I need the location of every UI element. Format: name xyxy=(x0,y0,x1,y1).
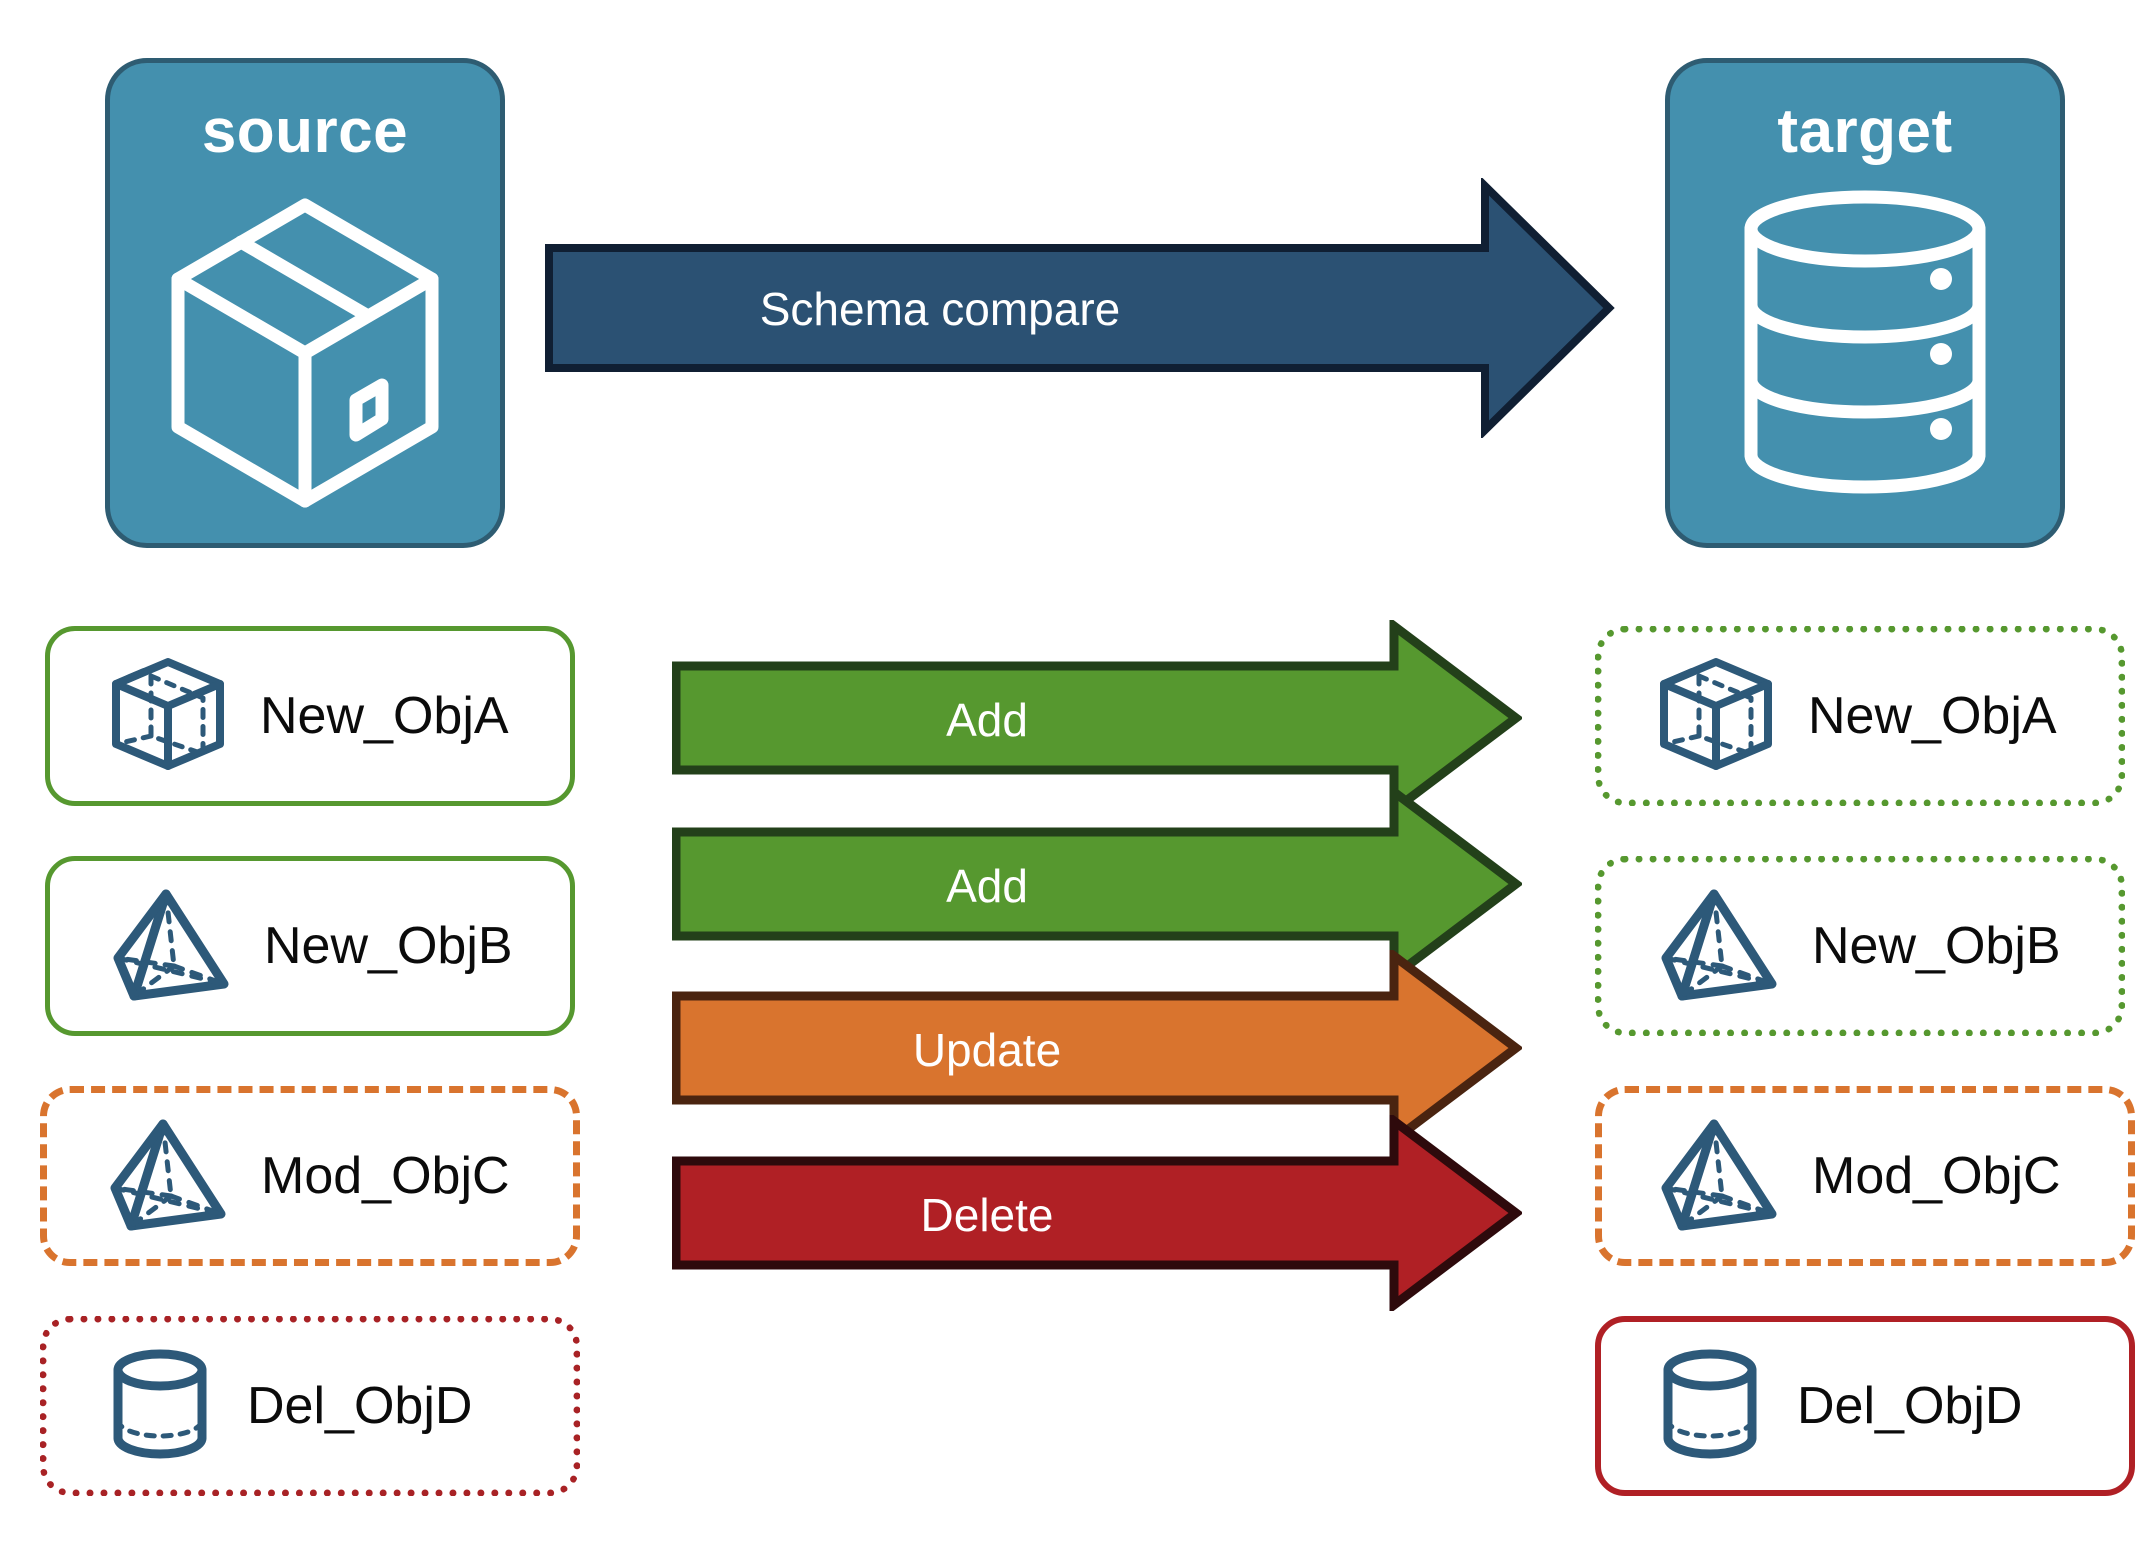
action-arrow-label: Delete xyxy=(920,1189,1054,1241)
target-panel-title: target xyxy=(1777,97,1953,166)
action-arrow-label: Update xyxy=(912,1024,1062,1076)
wireframe-pyramid-icon xyxy=(108,884,232,1009)
source-object-label: Mod_ObjC xyxy=(261,1147,510,1205)
target-object-label: Mod_ObjC xyxy=(1812,1147,2061,1205)
wireframe-cylinder-icon xyxy=(1655,1344,1765,1469)
schema-compare-arrow-label: Schema compare xyxy=(759,283,1121,335)
target-object-label: New_ObjA xyxy=(1808,687,2057,745)
target-object-label: Del_ObjD xyxy=(1797,1377,2023,1435)
action-arrow-label: Add xyxy=(946,694,1028,746)
action-arrow-add-1[interactable]: Add xyxy=(671,616,1524,820)
wireframe-cylinder-icon xyxy=(105,1344,215,1469)
database-cylinder-icon xyxy=(1735,187,1995,502)
action-arrow-shape xyxy=(671,946,1524,1150)
source-object-card[interactable]: Del_ObjD xyxy=(40,1316,580,1496)
wireframe-pyramid-icon xyxy=(1656,1114,1780,1239)
target-object-card[interactable]: New_ObjA xyxy=(1595,626,2125,806)
target-panel[interactable]: target xyxy=(1665,58,2065,548)
source-object-card[interactable]: New_ObjA xyxy=(45,626,575,806)
action-arrow-shape xyxy=(671,1111,1524,1315)
wireframe-cube-icon xyxy=(108,654,228,779)
action-arrow-update[interactable]: Update xyxy=(671,946,1524,1150)
package-box-icon xyxy=(160,187,450,522)
source-panel[interactable]: source xyxy=(105,58,505,548)
action-arrow-label: Add xyxy=(946,860,1028,912)
source-object-label: New_ObjA xyxy=(260,687,509,745)
action-arrow-delete[interactable]: Delete xyxy=(671,1111,1524,1315)
wireframe-pyramid-icon xyxy=(105,1114,229,1239)
target-object-card[interactable]: New_ObjB xyxy=(1595,856,2125,1036)
source-object-card[interactable]: New_ObjB xyxy=(45,856,575,1036)
target-object-card[interactable]: Mod_ObjC xyxy=(1595,1086,2135,1266)
source-object-label: New_ObjB xyxy=(264,917,513,975)
source-panel-title: source xyxy=(201,97,409,166)
wireframe-cube-icon xyxy=(1656,654,1776,779)
wireframe-pyramid-icon xyxy=(1656,884,1780,1009)
source-object-card[interactable]: Mod_ObjC xyxy=(40,1086,580,1266)
target-object-label: New_ObjB xyxy=(1812,917,2061,975)
action-arrow-add-2[interactable]: Add xyxy=(671,782,1524,986)
schema-compare-arrow[interactable]: Schema compare xyxy=(545,176,1615,440)
target-object-card[interactable]: Del_ObjD xyxy=(1595,1316,2135,1496)
action-arrow-shape xyxy=(671,782,1524,986)
action-arrow-shape xyxy=(671,616,1524,820)
schema-compare-arrow-shape xyxy=(545,176,1615,440)
source-object-label: Del_ObjD xyxy=(247,1377,473,1435)
